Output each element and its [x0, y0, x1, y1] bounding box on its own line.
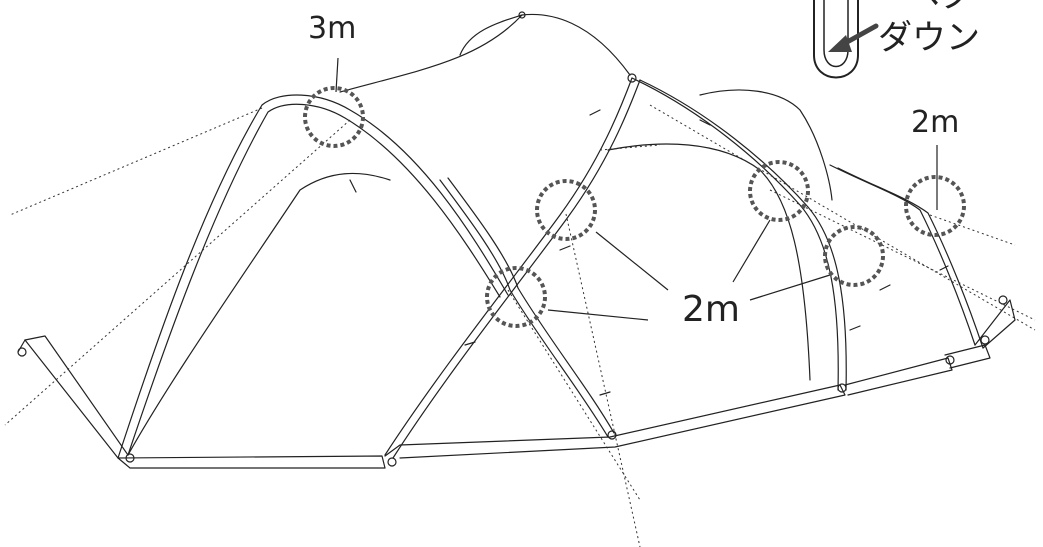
x-pole-left: [384, 77, 633, 456]
rear-arch-2: [829, 164, 976, 346]
front-door: [127, 172, 391, 456]
front-arch: [117, 94, 509, 459]
highlight-circle-3m: [303, 86, 365, 148]
highlight-circle-rear-low: [823, 225, 885, 287]
down-text: ダウン: [878, 18, 980, 58]
length-label-2m-center: 2m: [682, 289, 740, 330]
clipped-top-text: ペグ: [906, 0, 974, 12]
highlight-circle-mid: [748, 160, 810, 222]
x-pole-right: [439, 179, 609, 438]
guy-line-front-left-1: [9, 107, 263, 216]
rear-arch-1: [631, 77, 839, 391]
length-label-3m: 3m: [308, 11, 357, 46]
highlight-circle-cross-bottom: [485, 266, 547, 328]
length-label-2m-rear: 2m: [911, 105, 960, 140]
guy-line-front-left-2: [4, 119, 351, 426]
highlight-circle-rear: [904, 175, 966, 237]
highlight-circle-cross-top: [535, 179, 597, 241]
roof-ridge: [339, 13, 631, 93]
down-left-arrow-icon: [828, 23, 879, 52]
guy-line-cross: [565, 213, 641, 547]
bottom-skirt: [384, 384, 846, 459]
